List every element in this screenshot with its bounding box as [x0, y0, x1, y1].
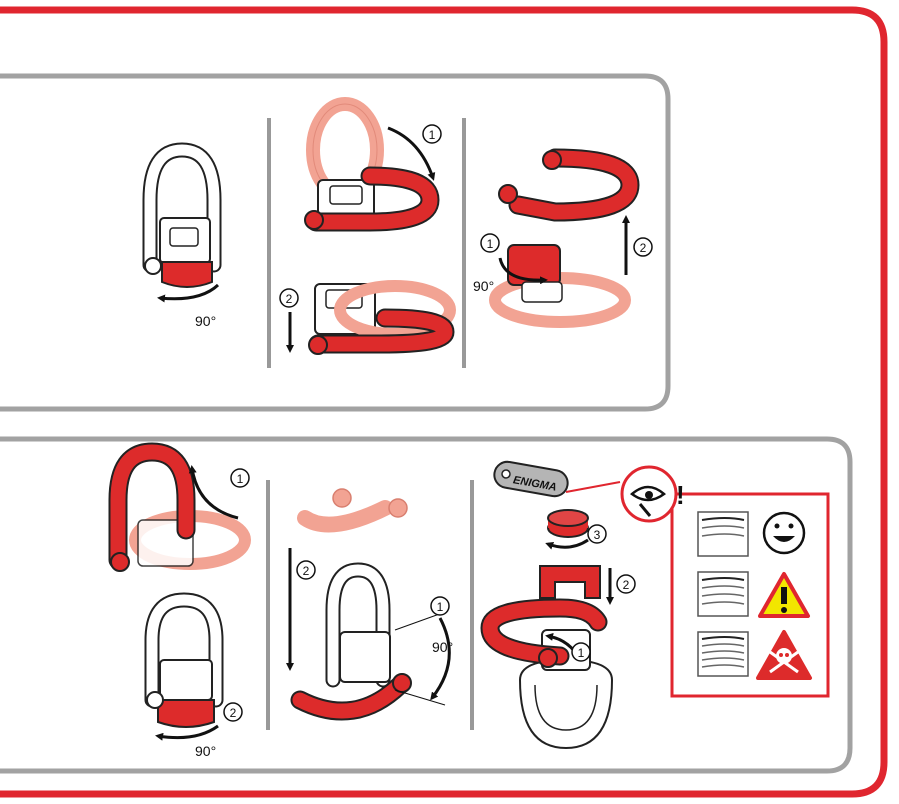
shackle-red: [108, 442, 196, 572]
step-number: 2: [616, 574, 636, 594]
warning-triangle-icon: [758, 572, 810, 618]
angle-label: 90°: [195, 313, 216, 329]
shackle-red: [480, 598, 608, 668]
skull-crossbones-icon: [756, 630, 812, 680]
shackle-red: [304, 166, 440, 232]
angle-label: 90°: [195, 743, 216, 759]
step-number: 1: [430, 596, 450, 616]
enigma-tag: ENIGMA: [493, 460, 569, 498]
top-panel: [0, 73, 671, 412]
rotate-arrow-icon: [157, 283, 220, 303]
svg-text:2: 2: [303, 564, 310, 578]
guide-line: [394, 689, 446, 706]
thread-sample: [697, 511, 749, 557]
step-number: 1: [480, 233, 500, 253]
screw-cap: [547, 509, 589, 538]
swivel-red: [507, 244, 563, 303]
shackle-red: [498, 148, 640, 222]
rotate-arrow-icon: [188, 465, 239, 520]
eye-icon: [630, 485, 666, 517]
swivel-red: [539, 565, 601, 599]
step-number: 2: [223, 702, 243, 722]
shackle-faded: [297, 488, 408, 533]
step-number: 1: [230, 468, 250, 488]
svg-text:2: 2: [230, 706, 237, 720]
rotate-arrow-icon: [430, 617, 451, 701]
svg-text:1: 1: [429, 128, 436, 142]
step-number: 2: [296, 560, 316, 580]
step-number: 3: [587, 524, 607, 544]
step-number: 1: [571, 642, 591, 662]
svg-text:1: 1: [237, 472, 244, 486]
warning-mark: !: [676, 480, 685, 510]
shackle-red: [290, 673, 412, 721]
smiley-icon: [762, 511, 806, 555]
thread-sample: [697, 631, 749, 677]
svg-text:1: 1: [578, 646, 585, 660]
thread-sample: [697, 571, 749, 617]
shackle-assembly: [142, 142, 222, 288]
shackle-assembly: [144, 592, 224, 728]
step-number: 2: [633, 237, 653, 257]
rotate-arrow-icon: [498, 257, 548, 285]
shackle-assembly: [325, 562, 391, 688]
rotate-arrow-icon: [545, 538, 589, 550]
shackle-red: [308, 308, 455, 355]
svg-text:2: 2: [286, 292, 293, 306]
svg-text:2: 2: [623, 578, 630, 592]
rotate-arrow-icon: [155, 724, 219, 741]
leader-line: [565, 481, 621, 493]
angle-label: 90°: [432, 639, 453, 655]
svg-text:1: 1: [437, 600, 444, 614]
svg-text:3: 3: [594, 528, 601, 542]
step-number: 1: [422, 124, 442, 144]
svg-text:1: 1: [487, 237, 494, 251]
warning-box: !: [620, 465, 830, 698]
svg-text:2: 2: [640, 241, 647, 255]
shackle-faded: [334, 280, 456, 340]
angle-label: 90°: [473, 278, 494, 294]
rotate-arrow-icon: [387, 126, 436, 181]
step-number: 2: [279, 288, 299, 308]
outer-red-frame: [0, 6, 888, 798]
